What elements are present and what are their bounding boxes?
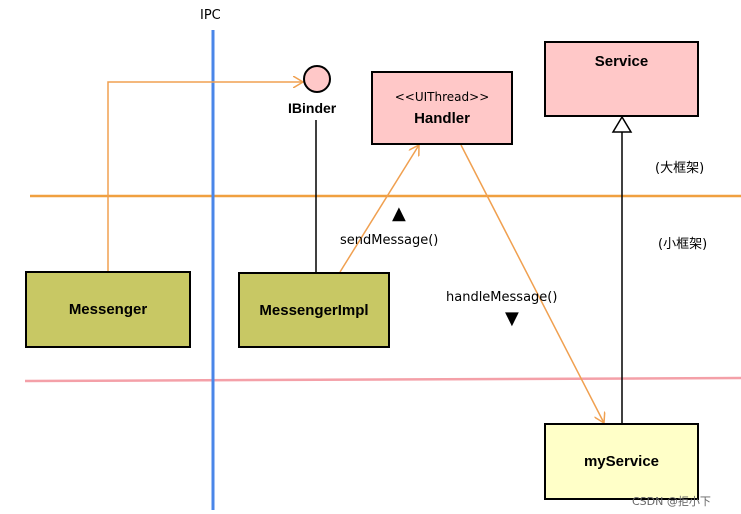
messenger-impl-class-box: MessengerImpl xyxy=(238,272,390,348)
handler-class-name: Handler xyxy=(414,109,470,127)
service-class-box: Service xyxy=(544,41,699,117)
up-triangle-icon: ▲ xyxy=(392,203,406,224)
my-service-class-box: myService xyxy=(544,423,699,500)
ibinder-interface-circle xyxy=(303,65,331,93)
messenger-to-ibinder-connector xyxy=(107,82,303,271)
handle-message-arrow xyxy=(460,144,604,423)
inheritance-triangle-icon xyxy=(611,115,633,133)
down-triangle-icon: ▼ xyxy=(505,308,519,329)
handle-message-label: handleMessage() xyxy=(446,290,558,305)
send-message-label: sendMessage() xyxy=(340,233,439,248)
watermark-text: CSDN @拒小下 xyxy=(632,495,711,508)
messenger-impl-class-name: MessengerImpl xyxy=(259,301,369,319)
messenger-class-name: Messenger xyxy=(68,301,148,318)
ibinder-label: IBinder xyxy=(288,100,337,116)
messenger-class-box: Messenger xyxy=(25,271,191,348)
big-framework-label: (大框架) xyxy=(655,161,705,176)
service-class-name: Service xyxy=(594,53,649,70)
lower-divider-line xyxy=(24,376,741,383)
small-framework-label: (小框架) xyxy=(658,237,708,252)
send-message-arrow xyxy=(339,145,419,273)
handler-stereotype: <<UIThread>> xyxy=(394,89,490,104)
handler-class-box: <<UIThread>> Handler xyxy=(371,71,513,145)
my-service-class-name: myService xyxy=(583,453,660,470)
ipc-label: IPC xyxy=(200,8,221,23)
